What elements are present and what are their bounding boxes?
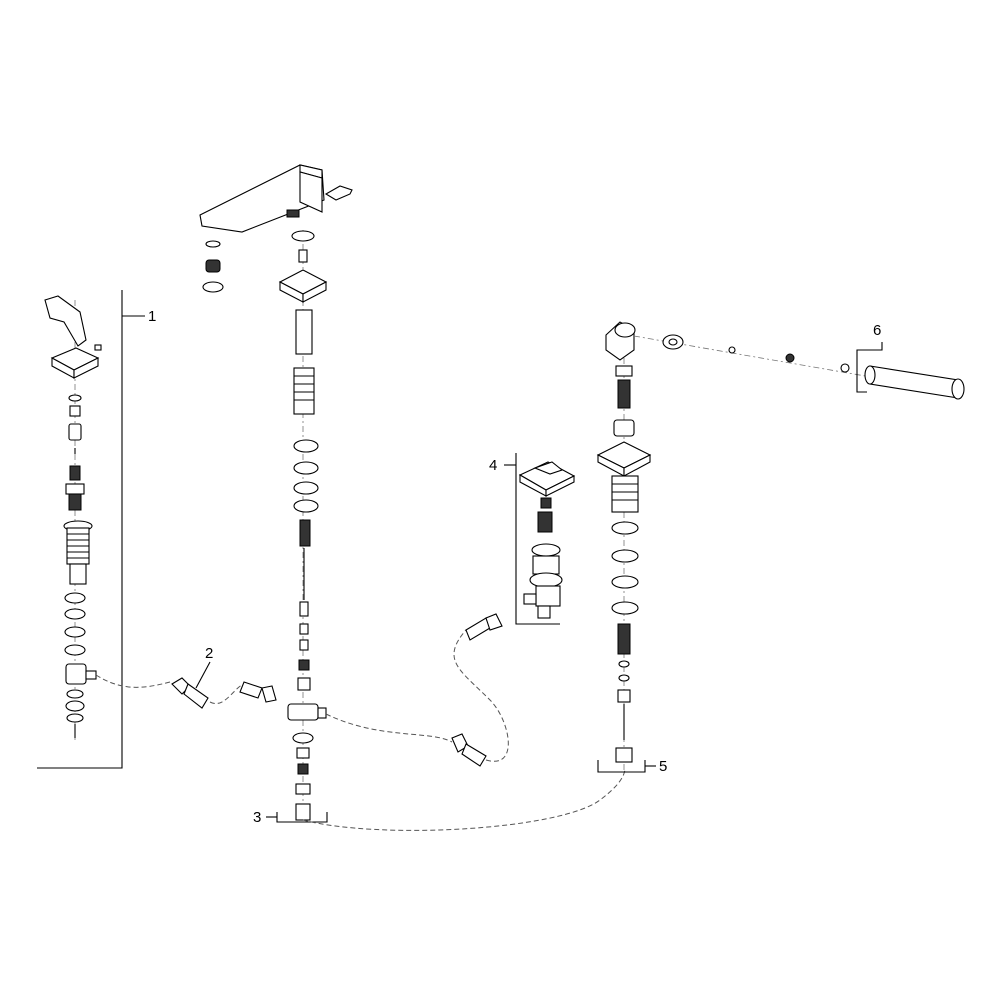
callout-label-5: 5 xyxy=(659,758,667,775)
group-2-hose: 2 xyxy=(95,645,277,709)
thread-lines-1 xyxy=(67,533,89,559)
group-3-spout-assembly: 3 xyxy=(199,164,353,826)
callout-label-4: 4 xyxy=(489,457,497,474)
group-1-valve-assembly: 1 xyxy=(37,290,156,769)
hose-line-bottom xyxy=(302,767,626,831)
hose-line-loop xyxy=(453,629,509,762)
callout-label-2: 2 xyxy=(205,645,213,662)
callout-label-6: 6 xyxy=(873,322,881,339)
thread-lines-5 xyxy=(612,483,638,501)
group-4-handle-valve: 4 xyxy=(465,453,576,641)
callout-label-1: 1 xyxy=(148,308,156,325)
callout-label-3: 3 xyxy=(253,809,261,826)
hose-segment-center xyxy=(461,743,487,767)
thread-lines-3 xyxy=(294,375,314,401)
hose-line-center xyxy=(325,713,453,743)
group-5-diverter-stack: 5 xyxy=(596,321,667,775)
group-6-hand-shower: 6 xyxy=(633,322,965,400)
